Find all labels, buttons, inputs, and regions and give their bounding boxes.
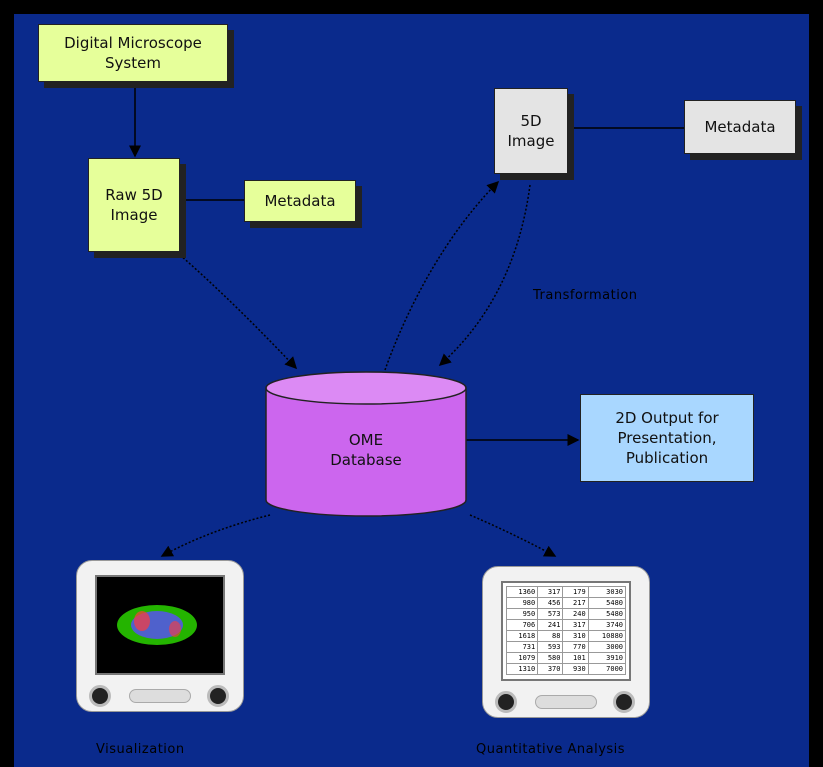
quantitative-analysis-label: Quantitative Analysis (476, 742, 626, 757)
visualization-label: Visualization (96, 742, 185, 757)
5d-image-box: 5D Image (494, 88, 568, 174)
database-cylinder (265, 371, 467, 517)
connector-raw-database (179, 254, 298, 370)
monitor-slot (129, 689, 191, 703)
visualization-monitor (76, 560, 244, 712)
monitor-right-knob (207, 685, 229, 707)
metadata-right-box: Metadata (684, 100, 796, 154)
monitor-left-knob (89, 685, 111, 707)
microscopy-image-monitor-icon (95, 575, 225, 675)
connector-database-quantitative (469, 514, 557, 557)
monitor-slot (535, 695, 597, 709)
connector-database-5d (384, 180, 500, 371)
metadata-left-box: Metadata (244, 180, 356, 222)
transformation-label: Transformation (533, 288, 638, 303)
raw-5d-image-box: Raw 5D Image (88, 158, 180, 252)
connector-5d-database (438, 184, 531, 367)
monitor-right-knob (613, 691, 635, 713)
database-label: OME Database (330, 431, 402, 469)
connector-database-visualization (160, 514, 271, 557)
microscope-system-box: Digital Microscope System (38, 24, 228, 82)
2d-output-box: 2D Output for Presentation, Publication (580, 394, 754, 482)
monitor-left-knob (495, 691, 517, 713)
